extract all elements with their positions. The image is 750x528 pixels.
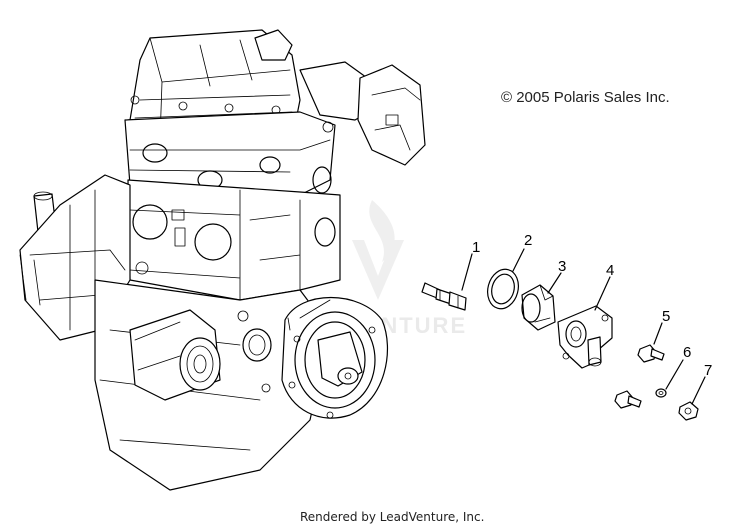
part-7-bolt <box>678 376 706 421</box>
part-5-bolt <box>637 322 665 363</box>
callout-5: 5 <box>662 308 670 325</box>
part-1-temperature-sensor <box>421 253 473 311</box>
part-6-washer <box>655 359 684 398</box>
rendered-by-footer: Rendered by LeadVenture, Inc. <box>300 510 485 524</box>
callout-1: 1 <box>472 239 480 256</box>
callout-6: 6 <box>683 344 691 361</box>
copyright-notice: © 2005 Polaris Sales Inc. <box>501 89 670 106</box>
callout-2: 2 <box>524 232 532 249</box>
part-4-thermostat-housing <box>557 276 613 369</box>
part-3-thermostat <box>521 272 562 331</box>
part-5-bolt-second <box>614 390 642 409</box>
callout-4: 4 <box>606 262 614 279</box>
part-2-seal-ring <box>487 248 525 310</box>
engine-assembly <box>19 29 426 491</box>
callout-3: 3 <box>558 258 566 275</box>
callout-7: 7 <box>704 362 712 379</box>
